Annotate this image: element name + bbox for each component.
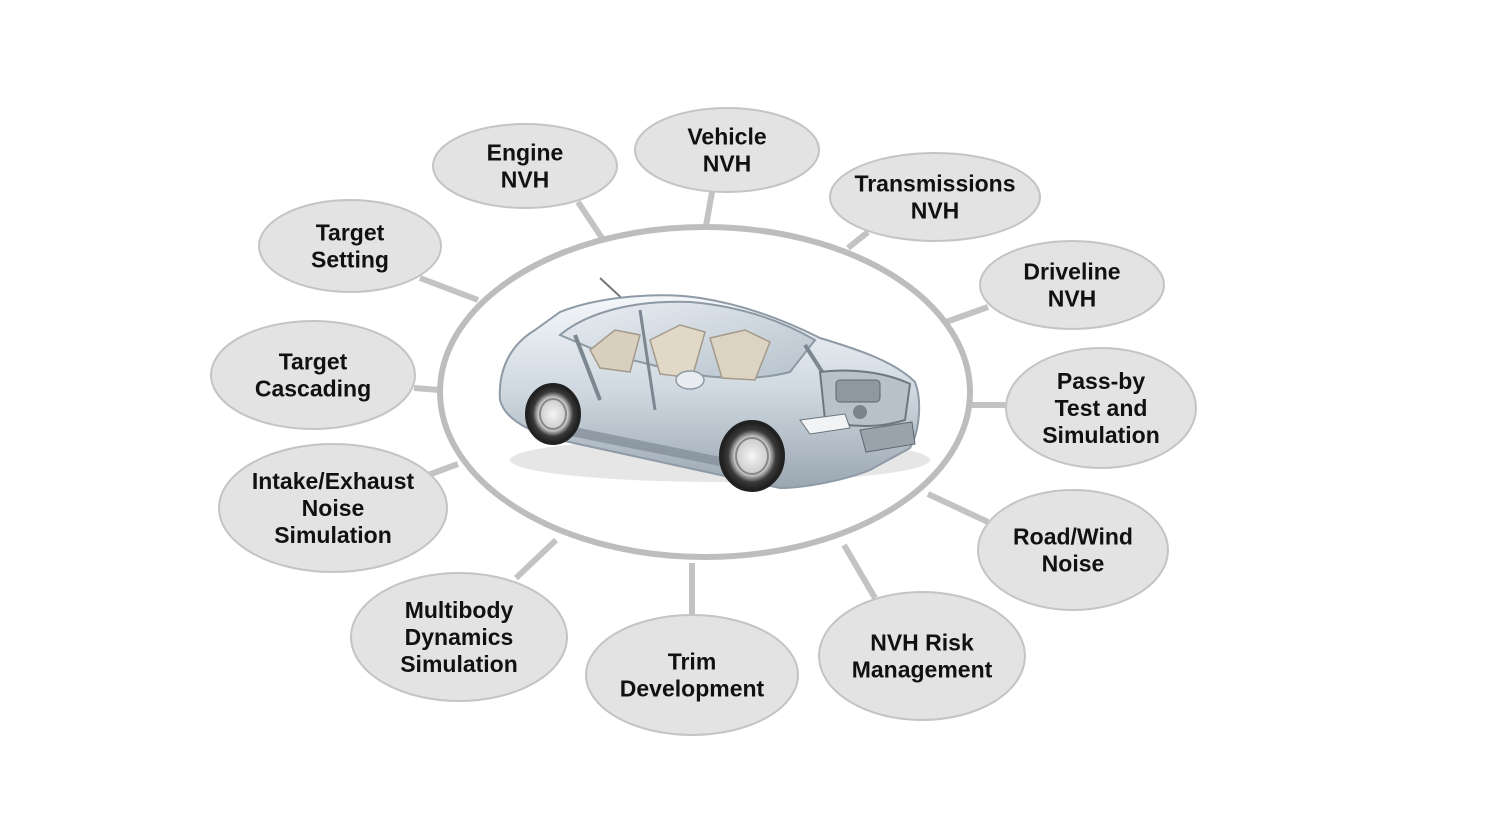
bubble-label-line: Vehicle	[687, 124, 766, 150]
bubble-shape	[1005, 347, 1197, 469]
bubble-label-line: Test and	[1055, 395, 1148, 421]
bubble-label-line: NVH	[703, 151, 752, 177]
bubble-label-line: Trim	[668, 649, 717, 675]
bubble-shape	[350, 572, 568, 702]
bubble-label-line: Intake/Exhaust	[252, 468, 415, 494]
bubble-label-line: Cascading	[255, 376, 371, 402]
connector-transmissions-nvh	[846, 229, 870, 251]
bubble-shape	[977, 489, 1169, 611]
bubble-label-line: Target	[279, 349, 348, 375]
bubble-label-line: Multibody	[405, 597, 514, 623]
connector-target-setting	[418, 275, 480, 303]
car-illustration	[498, 277, 930, 492]
bubbles: EngineNVHVehicleNVHTransmissionsNVHDrive…	[210, 107, 1197, 736]
bubble-label-line: Driveline	[1023, 259, 1120, 285]
bubble-label-line: Pass-by	[1057, 368, 1145, 394]
connector-engine-nvh	[575, 200, 605, 240]
bubble-label-line: NVH	[1048, 286, 1097, 312]
bubble-label-line: Management	[852, 657, 993, 683]
connector-multibody-dynamics	[513, 537, 559, 581]
bubble-label-line: Simulation	[274, 522, 392, 548]
connector-driveline-nvh	[944, 304, 990, 325]
bubble-label-line: NVH	[501, 167, 550, 193]
bubble-label-line: Engine	[487, 140, 564, 166]
bubble-label-line: Setting	[311, 247, 389, 273]
bubble-shape	[258, 199, 442, 293]
bubble-label-line: Dynamics	[405, 624, 514, 650]
bubble-shape	[210, 320, 416, 430]
bubble-label-line: Target	[316, 220, 385, 246]
bubble-label-line: Road/Wind	[1013, 524, 1133, 550]
bubble-shape	[634, 107, 820, 193]
bubble-label-line: Simulation	[1042, 422, 1160, 448]
bubble-shape	[829, 152, 1041, 242]
bubble-label-line: Development	[620, 676, 765, 702]
connectors	[413, 191, 1006, 614]
bubble-label-line: Simulation	[400, 651, 518, 677]
connector-nvh-risk-management	[841, 543, 878, 600]
connector-road-wind-noise	[926, 491, 990, 525]
bubble-shape	[218, 443, 448, 573]
bubble-label-line: NVH	[911, 198, 960, 224]
bubble-shape	[979, 240, 1165, 330]
bubble-shape	[818, 591, 1026, 721]
bubble-shape	[585, 614, 799, 736]
connector-target-cascading	[413, 385, 441, 393]
bubble-shape	[432, 123, 618, 209]
bubble-label-line: NVH Risk	[870, 630, 974, 656]
bubble-label-line: Noise	[302, 495, 365, 521]
bubble-label-line: Noise	[1042, 551, 1105, 577]
bubble-label-line: Transmissions	[854, 171, 1015, 197]
connector-vehicle-nvh	[703, 191, 715, 227]
